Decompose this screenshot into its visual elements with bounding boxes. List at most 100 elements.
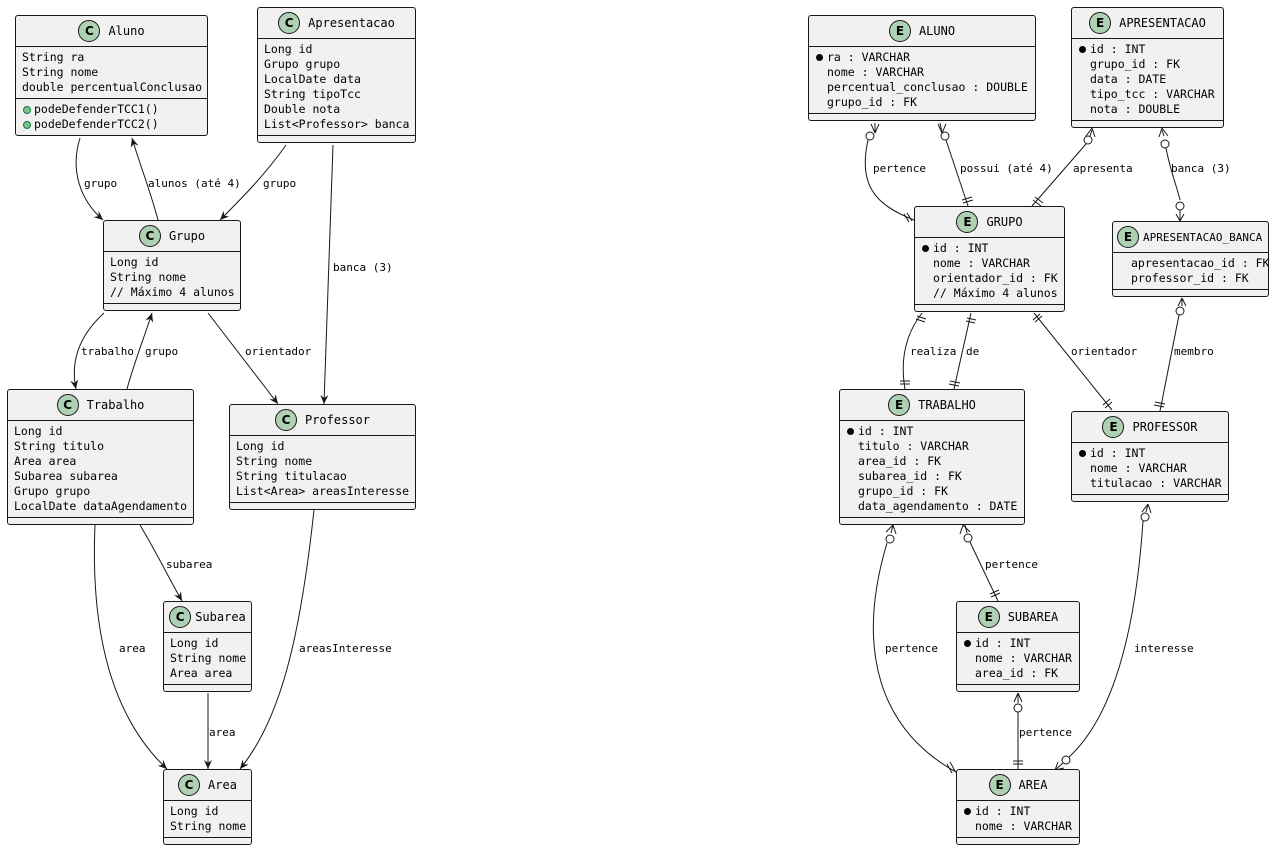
class-method: podeDefenderTCC2(): [22, 117, 201, 132]
er-edge-label: banca (3): [1171, 162, 1231, 175]
entity-header: E TRABALHO: [840, 390, 1024, 421]
class-header: C Apresentacao: [258, 8, 415, 39]
class-field: String nome: [170, 651, 247, 665]
edge-label: alunos (até 4): [148, 177, 241, 190]
class-name: Professor: [304, 413, 371, 427]
entity-grupo[interactable]: E GRUPO id : INT nome : VARCHAR orientad…: [914, 206, 1065, 312]
entity-attr: nome : VARCHAR: [827, 65, 924, 79]
entity-attr: subarea_id : FK: [858, 469, 962, 483]
class-field: Area area: [170, 666, 233, 680]
entity-header: E GRUPO: [915, 207, 1064, 238]
class-name: Grupo: [168, 229, 206, 243]
entity-attr: tipo_tcc : VARCHAR: [1090, 87, 1215, 101]
class-grupo[interactable]: C Grupo Long id String nome // Máximo 4 …: [103, 220, 241, 311]
class-field: String nome: [170, 819, 247, 833]
class-field: LocalDate dataAgendamento: [14, 499, 188, 513]
class-field: // Máximo 4 alunos: [110, 285, 235, 299]
edge-apresentacao-professor: [320, 144, 334, 405]
class-field: List<Professor> banca: [264, 117, 410, 131]
er-edge-label: orientador: [1071, 345, 1138, 358]
class-name: Area: [208, 778, 237, 792]
edge-label: areasInteresse: [299, 642, 392, 655]
edge-label: grupo: [84, 177, 118, 190]
class-header: C Grupo: [104, 221, 240, 252]
edge-trabalho-subarea: [139, 524, 183, 602]
entity-attr: id : INT: [921, 241, 1058, 256]
class-field: List<Area> areasInteresse: [236, 484, 410, 498]
entity-aluno[interactable]: E ALUNO ra : VARCHAR nome : VARCHAR perc…: [808, 15, 1036, 121]
class-field: Long id: [14, 424, 63, 438]
class-subarea[interactable]: C Subarea Long id String nome Area area: [163, 601, 252, 692]
class-apresentacao[interactable]: C Apresentacao Long id Grupo grupo Local…: [257, 7, 416, 143]
entity-badge-icon: E: [888, 20, 911, 42]
er-edge-apresentacao-grupo: [1089, 129, 1093, 137]
er-edge-label: membro: [1174, 345, 1214, 358]
er-edge-trabalho-grupo-de: [953, 312, 972, 390]
class-field: Subarea subarea: [14, 469, 118, 483]
entity-attr: nota : DOUBLE: [1090, 102, 1181, 116]
entity-attr: nome : VARCHAR: [975, 651, 1072, 665]
entity-badge-icon: E: [956, 211, 979, 233]
entity-attr: data_agendamento : DATE: [858, 499, 1018, 513]
entity-name: GRUPO: [986, 215, 1023, 229]
entity-attr: orientador_id : FK: [933, 271, 1058, 285]
entity-header: E APRESENTACAO: [1072, 8, 1223, 39]
class-professor[interactable]: C Professor Long id String nome String t…: [229, 404, 416, 510]
entity-attr: titulo : VARCHAR: [858, 439, 969, 453]
entity-trabalho[interactable]: E TRABALHO id : INT titulo : VARCHAR are…: [839, 389, 1025, 525]
class-header: C Trabalho: [8, 390, 193, 421]
entity-attr: id : INT: [846, 424, 1018, 439]
entity-attr: area_id : FK: [975, 666, 1059, 680]
er-edge-label: possui (até 4): [960, 162, 1053, 175]
entity-attr: grupo_id : FK: [1090, 57, 1181, 71]
edge-label: grupo: [145, 345, 179, 358]
entity-area[interactable]: E AREA id : INT nome : VARCHAR: [956, 769, 1080, 845]
class-name: Aluno: [108, 24, 145, 38]
entity-attr: grupo_id : FK: [827, 95, 918, 109]
er-edge-grupo-professor: [1033, 312, 1113, 411]
entity-attr: // Máximo 4 alunos: [933, 286, 1058, 300]
entity-badge-icon: E: [888, 394, 911, 416]
edge-label: subarea: [166, 558, 213, 571]
er-edge-label: interesse: [1134, 642, 1194, 655]
class-header: C Aluno: [16, 16, 207, 47]
er-edge-label: pertence: [985, 558, 1038, 571]
class-field: Long id: [236, 439, 285, 453]
class-name: Trabalho: [86, 398, 145, 412]
class-trabalho[interactable]: C Trabalho Long id String titulo Area ar…: [7, 389, 194, 525]
entity-name: APRESENTACAO_BANCA: [1143, 230, 1263, 244]
class-badge-icon: C: [278, 12, 301, 34]
entity-apresentacao-banca[interactable]: E APRESENTACAO_BANCA apresentacao_id : F…: [1112, 221, 1269, 297]
er-edge-trabalho-area: [890, 524, 894, 534]
entity-attr: nome : VARCHAR: [1090, 461, 1187, 475]
entity-apresentacao[interactable]: E APRESENTACAO id : INT grupo_id : FK da…: [1071, 7, 1224, 128]
edge-grupo-professor: [207, 312, 279, 405]
class-field: String titulacao: [236, 469, 347, 483]
edge-apresentacao-grupo: [219, 144, 287, 221]
er-edge-trabalho-subarea: [964, 524, 968, 534]
entity-header: E PROFESSOR: [1072, 412, 1228, 443]
er-edge-label: realiza: [910, 345, 957, 358]
class-field: Long id: [264, 42, 313, 56]
class-field: double percentualConclusao: [22, 80, 203, 94]
class-field: String nome: [22, 65, 99, 79]
edge-aluno-grupo: [75, 137, 104, 221]
class-area[interactable]: C Area Long id String nome: [163, 769, 252, 845]
er-edge-professor-area: [1145, 503, 1149, 513]
class-aluno[interactable]: C Aluno String ra String nome double per…: [15, 15, 208, 136]
entity-name: PROFESSOR: [1132, 420, 1198, 434]
class-badge-icon: C: [169, 606, 192, 628]
class-badge-icon: C: [138, 225, 161, 247]
entity-subarea[interactable]: E SUBAREA id : INT nome : VARCHAR area_i…: [956, 601, 1080, 692]
entity-attr: titulacao : VARCHAR: [1090, 476, 1222, 490]
class-field: Grupo grupo: [14, 484, 91, 498]
edge-trabalho-area: [93, 524, 168, 770]
class-field: Double nota: [264, 102, 341, 116]
entity-attr: nome : VARCHAR: [933, 256, 1030, 270]
edge-label: orientador: [245, 345, 312, 358]
entity-professor[interactable]: E PROFESSOR id : INT nome : VARCHAR titu…: [1071, 411, 1229, 502]
er-edge-label: de: [966, 345, 980, 358]
class-badge-icon: C: [56, 394, 79, 416]
entity-attr: id : INT: [1078, 42, 1217, 57]
